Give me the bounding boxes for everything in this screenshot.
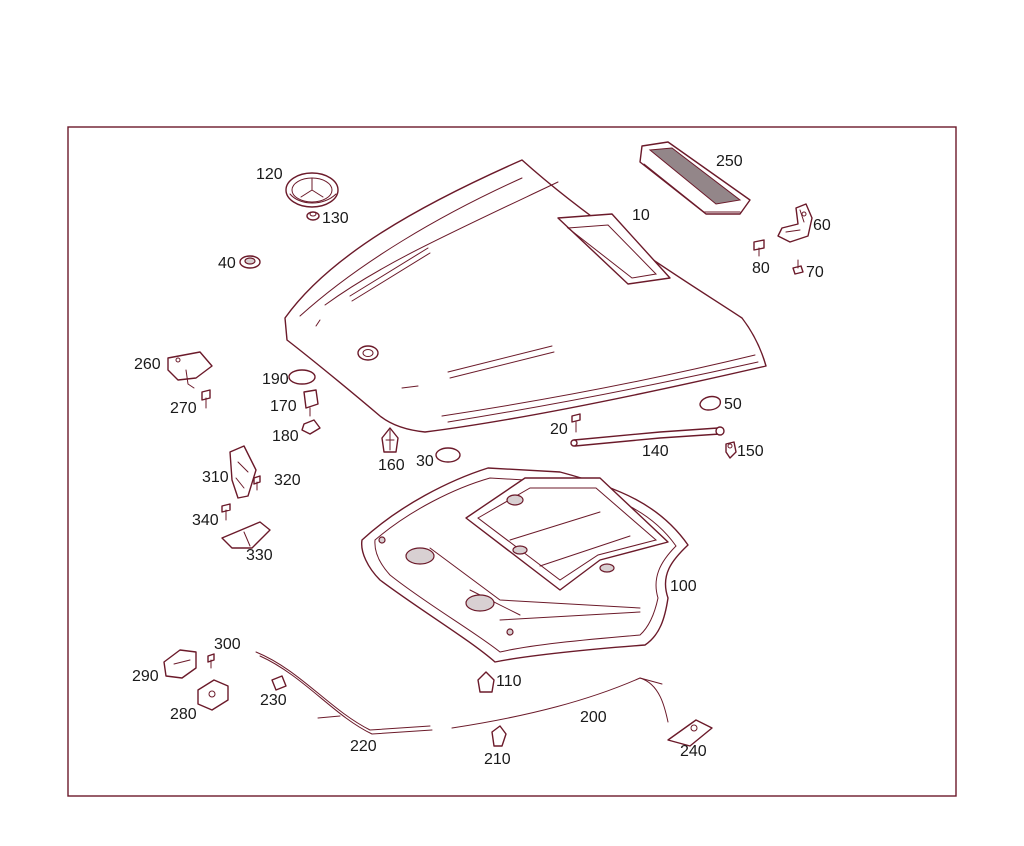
adjustable-buffer <box>303 389 319 417</box>
callout-330: 330 <box>246 547 273 564</box>
diagram-frame <box>67 126 957 797</box>
push-clip-160 <box>381 427 399 453</box>
callout-190: 190 <box>262 371 289 388</box>
callout-20: 20 <box>550 421 568 438</box>
sealing-ring <box>435 447 461 463</box>
callout-60: 60 <box>813 217 831 234</box>
callout-100: 100 <box>670 578 697 595</box>
callout-320: 320 <box>274 472 301 489</box>
bracket-bolt <box>221 503 231 521</box>
callout-130: 130 <box>322 210 349 227</box>
callout-30: 30 <box>416 453 434 470</box>
handle-screw <box>207 653 215 669</box>
insulation-mat <box>361 467 689 663</box>
callout-220: 220 <box>350 738 377 755</box>
hinge-bolt-70 <box>792 259 804 275</box>
lock-bolt <box>253 475 261 491</box>
air-intake-grille <box>639 141 751 215</box>
handle-housing <box>197 679 229 711</box>
striker-plate <box>167 351 213 389</box>
callout-240: 240 <box>680 743 707 760</box>
lock-bracket <box>221 521 271 549</box>
push-clip-110 <box>477 671 495 693</box>
callout-70: 70 <box>806 264 824 281</box>
callout-10: 10 <box>632 207 650 224</box>
callout-230: 230 <box>260 692 287 709</box>
callout-310: 310 <box>202 469 229 486</box>
release-cable-220 <box>255 651 433 735</box>
nut-180 <box>301 419 321 435</box>
callout-40: 40 <box>218 255 236 272</box>
callout-300: 300 <box>214 636 241 653</box>
callout-160: 160 <box>378 457 405 474</box>
callout-80: 80 <box>752 260 770 277</box>
callout-250: 250 <box>716 153 743 170</box>
push-clip-210 <box>491 725 507 747</box>
hinge-bolt-80 <box>753 239 765 257</box>
release-cable-200 <box>451 677 669 729</box>
callout-210: 210 <box>484 751 511 768</box>
callout-110: 110 <box>496 673 522 690</box>
callout-340: 340 <box>192 512 219 529</box>
emblem-grommet <box>306 211 320 221</box>
hood-hinge <box>777 203 813 243</box>
bolt-20 <box>571 413 581 433</box>
cable-end-bracket <box>667 719 713 747</box>
callout-140: 140 <box>642 443 669 460</box>
striker-bolt <box>201 389 211 409</box>
seal-190 <box>288 369 316 385</box>
callout-150: 150 <box>737 443 764 460</box>
hood-panel <box>284 159 767 433</box>
callout-120: 120 <box>256 166 283 183</box>
hood-lock <box>229 445 257 499</box>
rubber-plug <box>239 255 261 269</box>
callout-50: 50 <box>724 396 742 413</box>
callout-260: 260 <box>134 356 161 373</box>
ball-stud <box>725 441 737 459</box>
release-handle <box>163 649 197 679</box>
callout-180: 180 <box>272 428 299 445</box>
star-emblem <box>285 172 339 208</box>
callout-200: 200 <box>580 709 607 726</box>
callout-270: 270 <box>170 400 197 417</box>
callout-290: 290 <box>132 668 159 685</box>
rubber-buffer <box>699 395 722 411</box>
callout-280: 280 <box>170 706 197 723</box>
callout-170: 170 <box>270 398 297 415</box>
cable-clip-230 <box>271 675 287 691</box>
gas-strut <box>570 426 725 447</box>
